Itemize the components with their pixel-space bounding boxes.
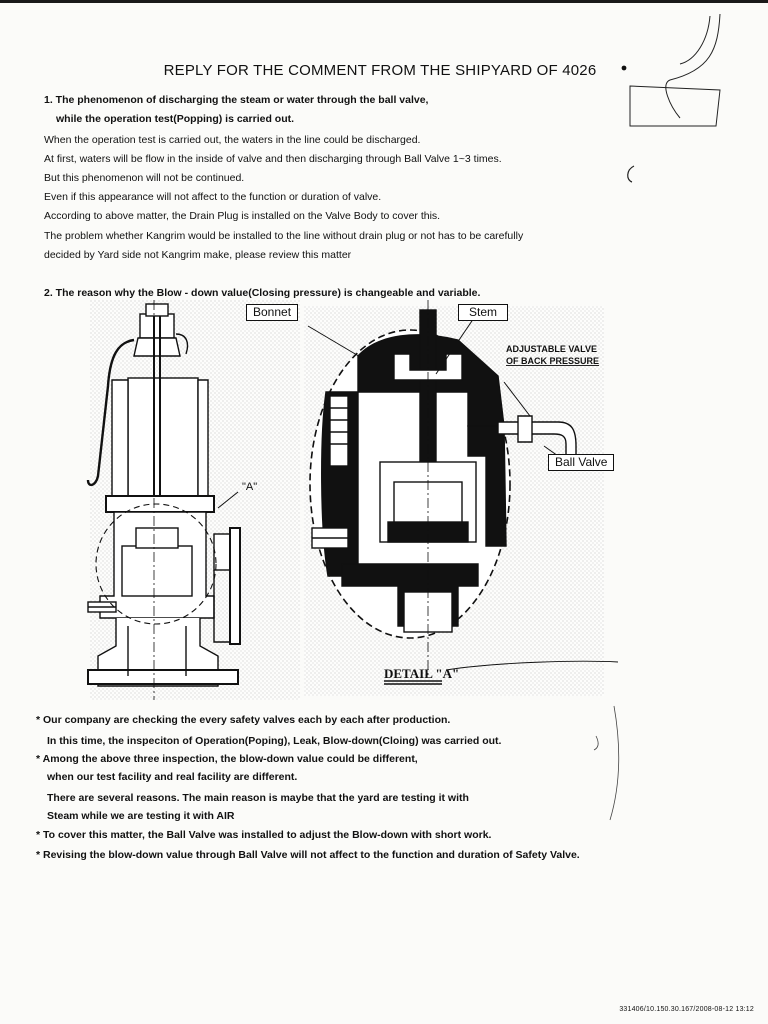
valve-elevation-drawing	[86, 300, 300, 700]
section1-heading-line2: while the operation test(Popping) is car…	[56, 113, 295, 125]
section1-heading-line1: 1. The phenomenon of discharging the ste…	[44, 94, 429, 106]
note-1: * Our company are checking the every saf…	[36, 714, 451, 726]
note-1-continuation: In this time, the inspeciton of Operatio…	[47, 735, 502, 747]
detail-a-reference: "A"	[242, 481, 257, 493]
bonnet-label: Bonnet	[246, 304, 299, 321]
section2-heading: 2. The reason why the Blow - down value(…	[44, 287, 481, 299]
note-4: * Revising the blow-down value through B…	[36, 849, 580, 861]
stem-label: Stem	[458, 304, 509, 321]
note-2-continuation-2: There are several reasons. The main reas…	[47, 792, 469, 804]
valve-technical-drawing: ADJUSTABLE VALVE OF BACK PRESSURE "A" DE…	[86, 300, 619, 700]
section1-line: The problem whether Kangrim would be ins…	[44, 230, 524, 242]
handwritten-mark	[627, 165, 635, 183]
section1-line: But this phenomenon will not be continue…	[44, 172, 245, 184]
detail-a-title: DETAIL "A"	[384, 666, 459, 681]
section1-line: decided by Yard side not Kangrim make, p…	[44, 249, 352, 261]
fax-footer-stamp: 331406/10.150.30.167/2008-08-12 13:12	[619, 1006, 754, 1013]
valve-drawing-figure: ADJUSTABLE VALVE OF BACK PRESSURE "A" DE…	[58, 296, 619, 706]
note-2-continuation-3: Steam while we are testing it with AIR	[47, 810, 235, 822]
section1-line: When the operation test is carried out, …	[44, 134, 421, 146]
section1-line: At first, waters will be flow in the ins…	[44, 153, 502, 165]
note-3: * To cover this matter, the Ball Valve w…	[36, 829, 492, 841]
handwritten-bracket	[593, 705, 620, 821]
page-title: REPLY FOR THE COMMENT FROM THE SHIPYARD …	[163, 62, 597, 79]
adjustable-valve-label-line1: ADJUSTABLE VALVE	[506, 344, 597, 354]
section1-line: According to above matter, the Drain Plu…	[44, 210, 441, 222]
section1-line: Even if this appearance will not affect …	[44, 191, 382, 203]
note-2: * Among the above three inspection, the …	[36, 753, 418, 765]
detail-a-cross-section	[304, 300, 619, 696]
handwritten-scribble-top-right	[621, 13, 721, 127]
ball-valve-label: Ball Valve	[548, 454, 615, 471]
top-edge-line	[0, 0, 768, 3]
adjustable-valve-label-line2: OF BACK PRESSURE	[506, 356, 599, 366]
note-2-continuation-1: when our test facility and real facility…	[47, 771, 298, 783]
